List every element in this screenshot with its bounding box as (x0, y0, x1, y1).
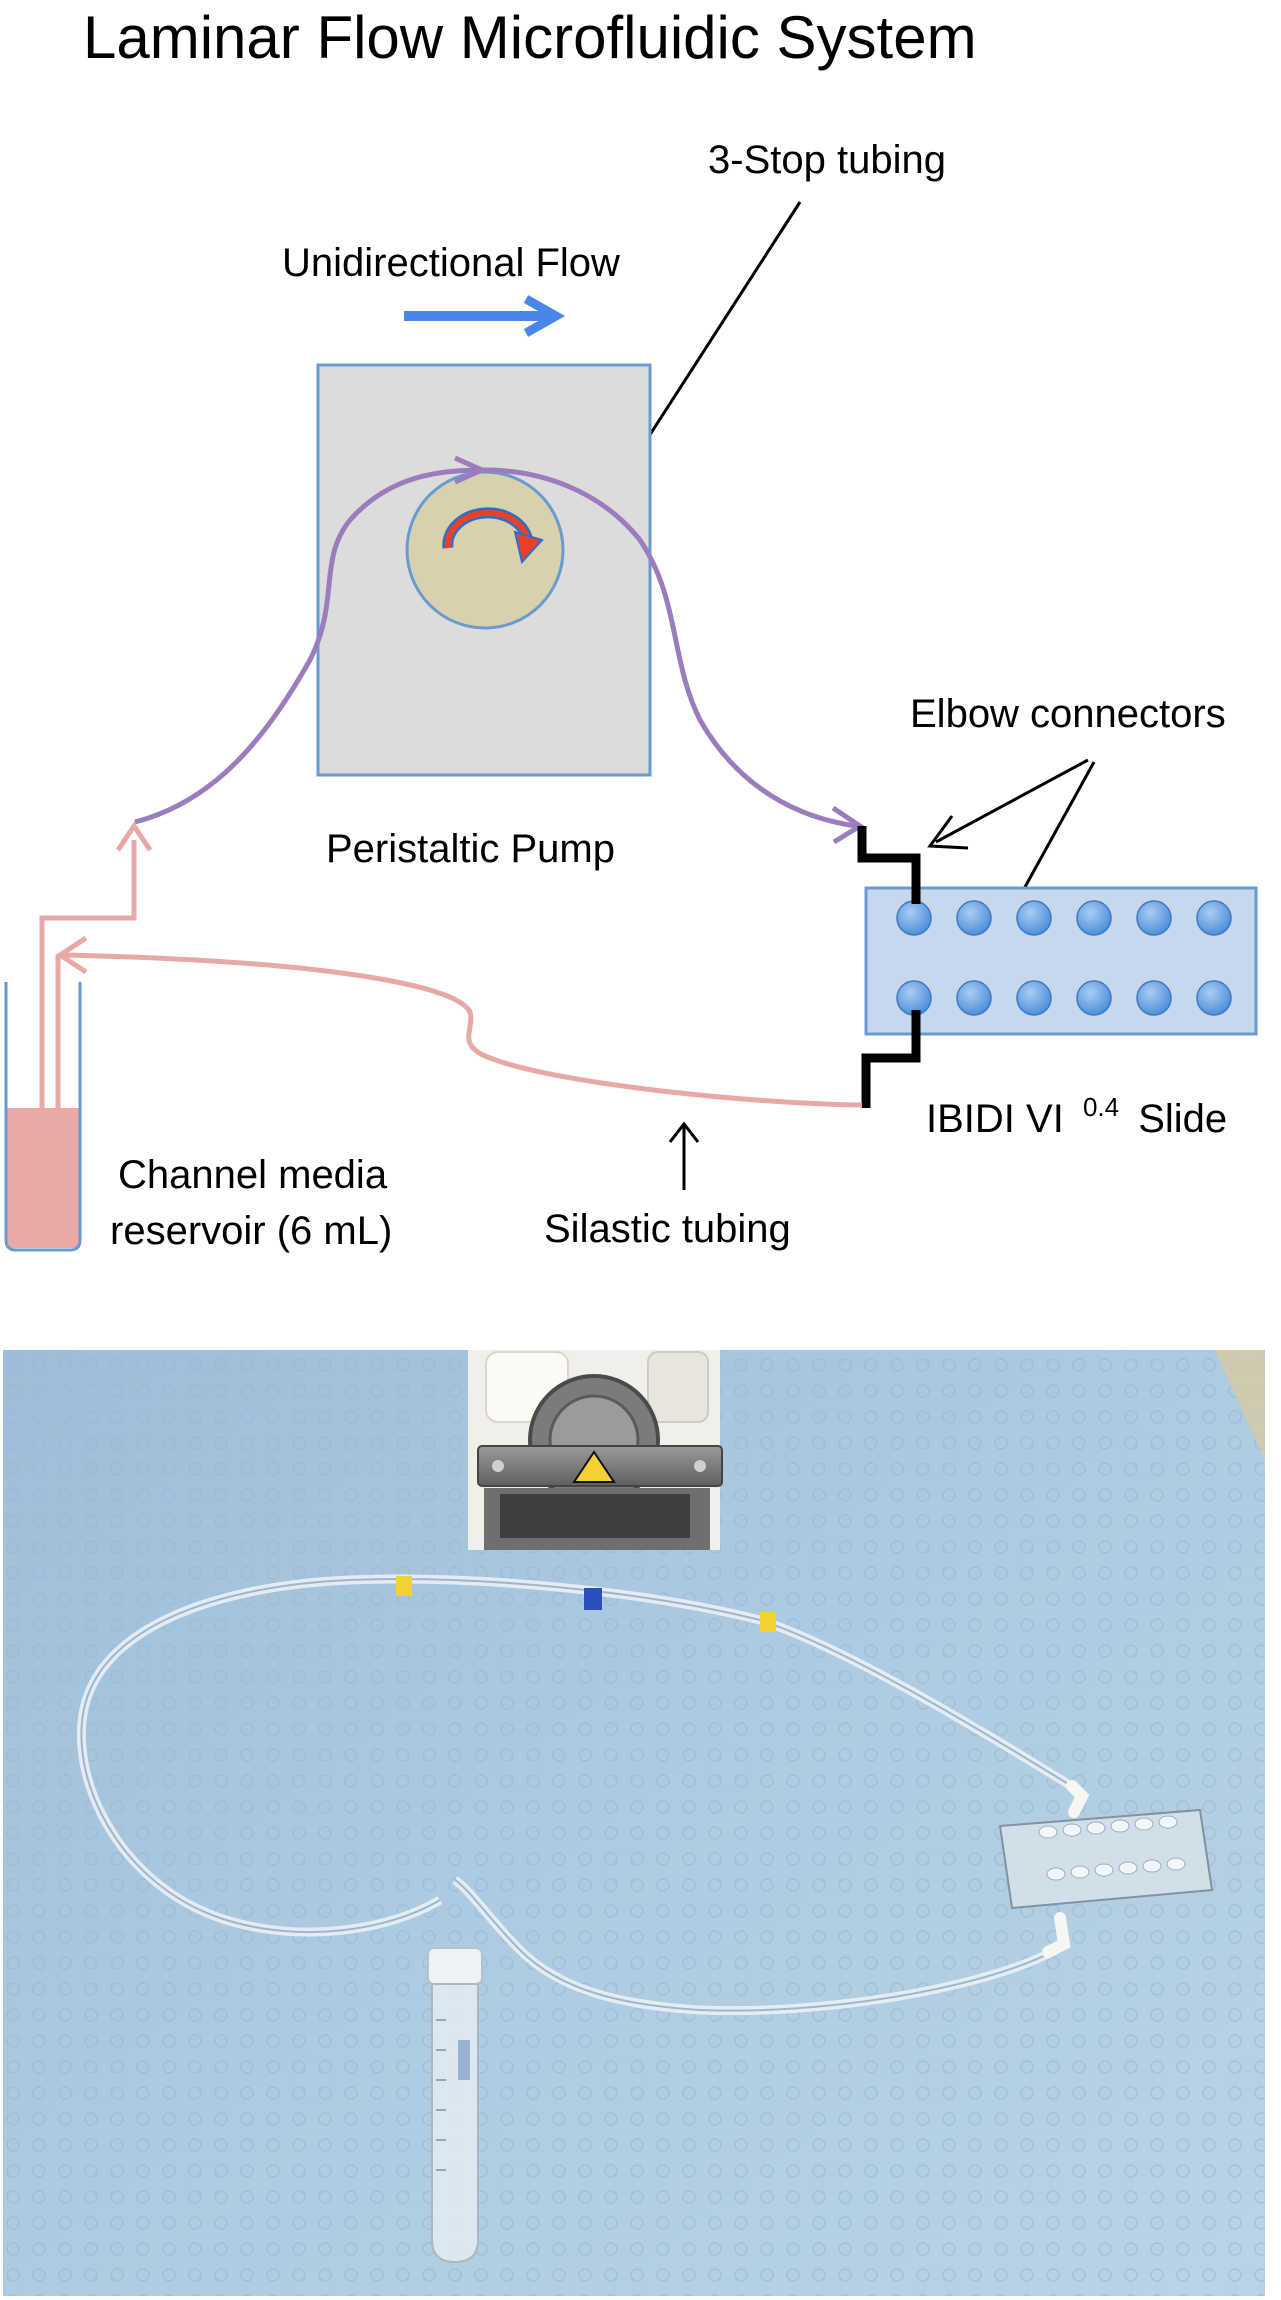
ibidi-slide (864, 886, 1258, 1036)
figure-title: Laminar Flow Microfluidic System (83, 4, 977, 71)
elbow-connector-bottom (861, 1010, 921, 1108)
slide-wells-bottom-row (896, 980, 1232, 1016)
rotation-arrow (442, 507, 544, 565)
reservoir-label-line1: Channel media (118, 1153, 388, 1197)
flow-direction-arrow (404, 295, 566, 337)
reservoir-outflow-tubing (39, 840, 137, 1112)
photo-stop-blue (584, 1588, 602, 1610)
three-stop-tubing-label: 3-Stop tubing (708, 138, 946, 182)
photo-elbow-bottom (1042, 1912, 1071, 1958)
pump-rotor (405, 470, 565, 630)
ibidi-slide-label-suffix: Slide (1138, 1097, 1227, 1141)
silastic-tubing-return (61, 952, 863, 1108)
setup-photograph (3, 1350, 1265, 2296)
photo-ibidi-slide (998, 1808, 1214, 1910)
reservoir-label-line2: reservoir (6 mL) (110, 1209, 392, 1253)
photo-stop-yellow-1 (396, 1576, 412, 1596)
ibidi-slide-label-main: IBIDI VI (926, 1097, 1064, 1141)
slide-wells-top-row (896, 900, 1232, 936)
photo-reservoir-tube (427, 1947, 483, 2264)
elbow-connectors-label: Elbow connectors (910, 692, 1226, 736)
elbow-connector-top (857, 826, 921, 904)
reservoir-outflow-arrowhead (115, 821, 153, 852)
silastic-tubing-label: Silastic tubing (544, 1207, 791, 1251)
ibidi-slide-label-sup: 0.4 (1083, 1092, 1119, 1122)
tubing-direction-arrowhead (453, 455, 489, 485)
unidirectional-flow-label: Unidirectional Flow (282, 241, 620, 285)
peristaltic-pump-label: Peristaltic Pump (326, 827, 615, 871)
ibidi-slide-label: IBIDI VI 0.4 Slide (926, 1081, 1227, 1141)
media-reservoir (4, 982, 82, 1252)
photo-pump (468, 1350, 723, 1550)
photo-elbow-top (1066, 1780, 1090, 1818)
photo-stop-yellow-2 (760, 1612, 776, 1632)
silastic-pointer-arrow (668, 1121, 700, 1190)
